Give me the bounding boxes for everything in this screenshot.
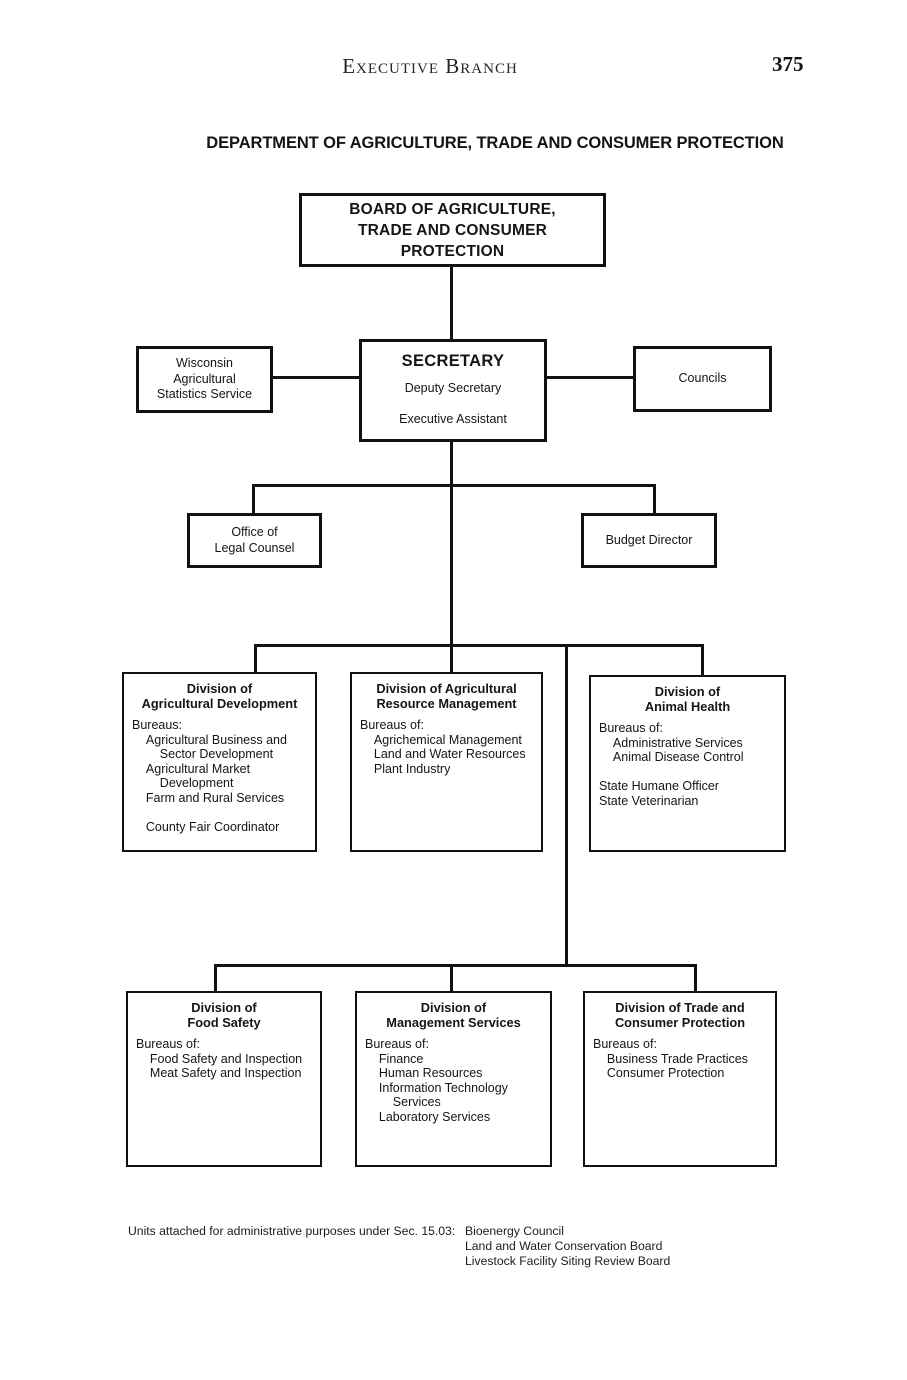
division-body: Bureaus of: Administrative Services Anim…	[599, 721, 744, 808]
division-food-safety-box: Division of Food Safety Bureaus of: Food…	[126, 991, 322, 1167]
budget-director-label: Budget Director	[605, 532, 693, 547]
page-title: DEPARTMENT OF AGRICULTURE, TRADE AND CON…	[206, 134, 784, 152]
connector-board-secretary	[450, 267, 453, 339]
connector-level4-horizontal	[214, 964, 697, 967]
councils-label: Councils	[678, 371, 727, 386]
statistics-service-box: Wisconsin Agricultural Statistics Servic…	[136, 346, 273, 413]
board-label: BOARD OF AGRICULTURE, TRADE AND CONSUMER…	[349, 200, 556, 260]
division-title: Division of Trade and Consumer Protectio…	[614, 1000, 746, 1030]
connector-level3-horizontal	[254, 644, 704, 647]
division-body: Bureaus of: Finance Human Resources Info…	[365, 1037, 508, 1124]
connector-secretary-trunk	[450, 442, 453, 673]
connector-trade-consumer-drop	[694, 964, 697, 991]
connector-stats-secretary	[273, 376, 359, 379]
connector-budget-director-drop	[653, 484, 656, 513]
executive-assistant-label: Executive Assistant	[399, 412, 507, 426]
division-agricultural-development-box: Division of Agricultural Development Bur…	[122, 672, 317, 852]
secretary-title: SECRETARY	[401, 352, 505, 370]
attached-unit-item: Bioenergy Council	[465, 1224, 564, 1238]
connector-agricultural-development-drop	[254, 644, 257, 672]
connector-legal-counsel-drop	[252, 484, 255, 513]
division-body: Bureaus: Agricultural Business and Secto…	[132, 718, 287, 835]
connector-secretary-councils	[547, 376, 633, 379]
board-box: BOARD OF AGRICULTURE, TRADE AND CONSUMER…	[299, 193, 606, 267]
legal-counsel-box: Office of Legal Counsel	[187, 513, 322, 568]
legal-counsel-label: Office of Legal Counsel	[214, 525, 295, 555]
deputy-secretary-label: Deputy Secretary	[404, 381, 502, 395]
running-header: Executive Branch	[342, 54, 518, 78]
division-title: Division of Management Services	[386, 1000, 521, 1030]
connector-level2-horizontal	[252, 484, 656, 487]
division-body: Bureaus of: Agrichemical Management Land…	[360, 718, 526, 776]
attached-unit-item: Land and Water Conservation Board	[465, 1238, 663, 1253]
connector-branch-vertical	[565, 644, 568, 967]
statistics-service-label: Wisconsin Agricultural Statistics Servic…	[156, 356, 253, 402]
division-title: Division of Food Safety	[187, 1000, 261, 1030]
division-title: Division of Animal Health	[644, 684, 731, 714]
connector-management-services-drop	[450, 964, 453, 991]
attached-units-list: Bioenergy Council Land and Water Conserv…	[465, 1224, 670, 1268]
division-body: Bureaus of: Food Safety and Inspection M…	[136, 1037, 303, 1081]
division-animal-health-box: Division of Animal Health Bureaus of: Ad…	[589, 675, 786, 852]
division-body: Bureaus of: Business Trade Practices Con…	[593, 1037, 748, 1081]
division-title: Division of Agricultural Development	[141, 681, 298, 711]
division-management-services-box: Division of Management Services Bureaus …	[355, 991, 552, 1167]
connector-animal-health-drop	[701, 644, 704, 675]
division-agricultural-resource-management-box: Division of Agricultural Resource Manage…	[350, 672, 543, 852]
connector-food-safety-drop	[214, 964, 217, 991]
division-title: Division of Agricultural Resource Manage…	[376, 681, 517, 711]
councils-box: Councils	[633, 346, 772, 412]
division-trade-consumer-protection-box: Division of Trade and Consumer Protectio…	[583, 991, 777, 1167]
attached-unit-item: Livestock Facility Siting Review Board	[465, 1253, 671, 1268]
secretary-box: SECRETARY Deputy Secretary Executive Ass…	[359, 339, 547, 442]
page-number: 375	[772, 52, 804, 76]
attached-units-label: Units attached for administrative purpos…	[128, 1224, 456, 1238]
budget-director-box: Budget Director	[581, 513, 717, 568]
